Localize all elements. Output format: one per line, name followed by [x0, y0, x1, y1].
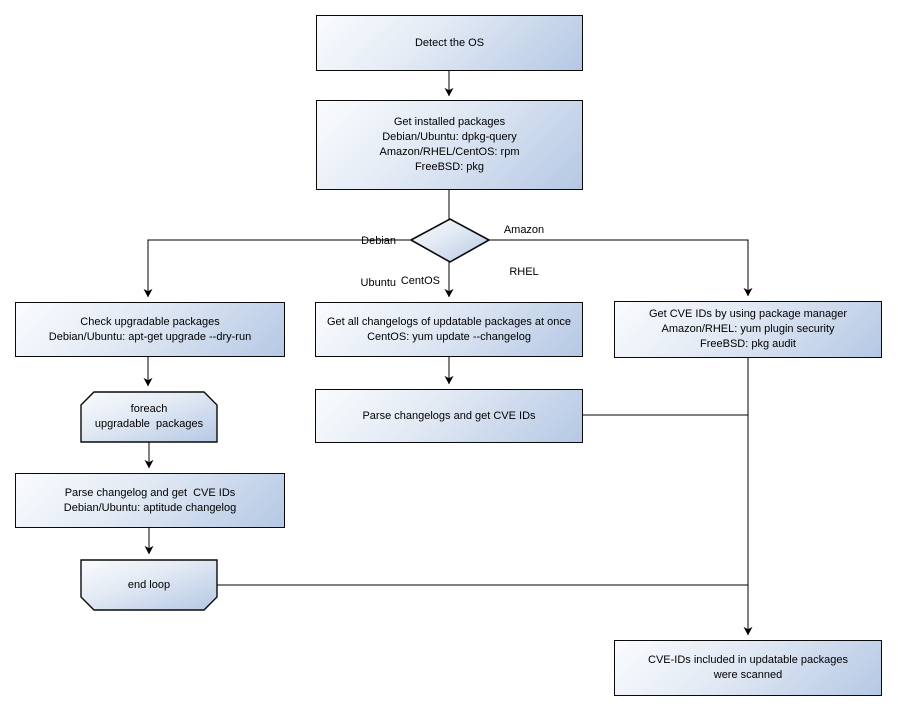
node-text-line: CentOS: yum update --changelog — [367, 330, 531, 343]
node-text-line: Parse changelogs and get CVE IDs — [362, 409, 536, 422]
node-text-line: Parse changelog and get CVE IDs — [64, 486, 236, 499]
loop-end-shape-icon — [80, 559, 218, 611]
edge-label-debian-ubuntu: Debian Ubuntu — [330, 206, 396, 318]
node-text-line: Get CVE IDs by using package manager — [648, 308, 848, 320]
edge-label-line: Amazon — [503, 224, 545, 236]
node-detect-os: Detect the OS — [316, 15, 583, 71]
node-text-line: FreeBSD: pkg — [414, 161, 485, 173]
node-os-decision-diamond — [410, 217, 490, 264]
edge-label-centos: CentOS — [400, 275, 440, 287]
node-cve-ids-scanned: CVE-IDs included in updatable packages w… — [614, 640, 882, 696]
node-text-line: Get all changelogs of updatable packages… — [326, 315, 571, 328]
edge-label-line: RHEL — [509, 266, 539, 278]
node-text-line: Debian/Ubuntu: aptitude changelog — [63, 501, 237, 514]
node-end-loop: end loop — [80, 559, 218, 611]
node-text-line: upgradable packages — [94, 418, 204, 430]
edge-label-line: Ubuntu — [360, 277, 396, 289]
node-text-line: were scanned — [713, 669, 783, 681]
node-parse-changelog-each: Parse changelog and get CVE IDs Debian/U… — [15, 473, 285, 528]
diamond-shape-icon — [410, 218, 490, 263]
node-text-line: Amazon/RHEL: yum plugin security — [661, 323, 835, 335]
node-text-line: foreach — [130, 403, 168, 415]
node-foreach-loop-start: foreach upgradable packages — [80, 391, 218, 443]
node-text-line: Get installed packages — [393, 116, 506, 128]
node-text-line: Amazon/RHEL/CentOS: rpm — [379, 146, 520, 158]
node-get-installed-packages: Get installed packages Debian/Ubuntu: dp… — [316, 100, 583, 190]
node-check-upgradable-packages: Check upgradable packages Debian/Ubuntu:… — [15, 302, 285, 357]
node-get-cve-ids-package-manager: Get CVE IDs by using package manager Ama… — [614, 301, 882, 358]
edge-label-line: Debian — [361, 235, 396, 247]
node-detect-os-text: Detect the OS — [414, 36, 485, 49]
node-text-line: Debian/Ubuntu: dpkg-query — [382, 131, 517, 143]
node-text-line: Debian/Ubuntu: apt-get upgrade --dry-run — [48, 330, 252, 343]
node-text-line: end loop — [127, 578, 171, 591]
node-text-line: Check upgradable packages — [80, 315, 220, 328]
loop-start-shape-icon — [80, 391, 218, 443]
node-text-line: FreeBSD: pkg audit — [700, 338, 796, 350]
node-text-line: CVE-IDs included in updatable packages — [648, 654, 848, 666]
node-parse-changelogs-get-cve-ids: Parse changelogs and get CVE IDs — [315, 389, 583, 443]
node-get-all-changelogs: Get all changelogs of updatable packages… — [315, 302, 583, 357]
